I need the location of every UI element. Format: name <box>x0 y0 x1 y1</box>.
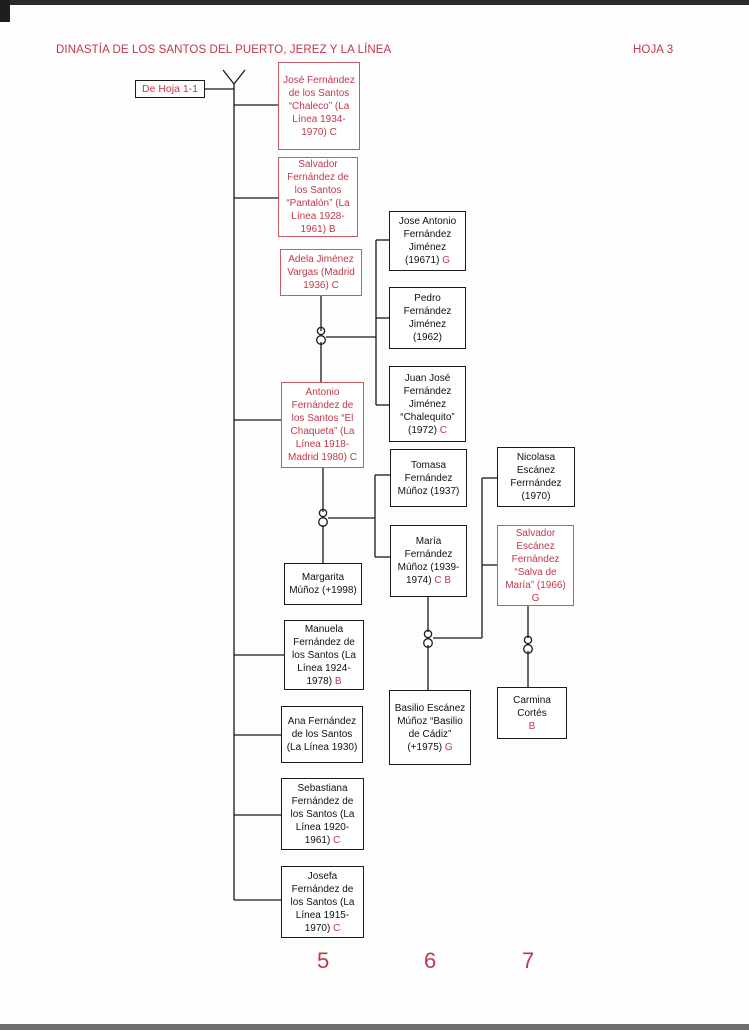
person-name: Juan José Fernández Jiménez “Chalequito”… <box>400 372 455 436</box>
person-box-salvador-salva: Salvador Escánez Fernández “Salva de Mar… <box>497 525 574 606</box>
person-tag: B <box>328 224 336 235</box>
person-box-margarita: Margarita Múñoz (+1998) <box>284 563 362 605</box>
person-box-ana: Ana Fernández de los Santos (La Línea 19… <box>281 706 363 763</box>
person-tag: B <box>528 720 536 732</box>
person-name: María Fernández Múñoz (1939-1974) <box>397 536 460 586</box>
person-box-antonio-chaqueta: Antonio Fernández de los Santos “El Chaq… <box>281 382 364 468</box>
person-box-basilio: Basilio Escánez Múñoz “Basilio de Cádiz”… <box>389 690 471 765</box>
marriage-symbol <box>316 326 326 336</box>
person-name: Tomasa Fernández Múñoz (1937) <box>397 459 460 497</box>
person-name: Ana Fernández de los Santos (La Línea 19… <box>286 716 358 753</box>
person-box-maria: María Fernández Múñoz (1939-1974) C B <box>390 525 467 597</box>
person-tag: C <box>333 922 341 934</box>
generation-number-7: 7 <box>522 948 535 973</box>
person-tag: C <box>329 126 337 138</box>
person-name: José Fernández de los Santos “Chaleco” (… <box>283 74 355 138</box>
person-tag: G <box>444 741 453 753</box>
person-name: Pedro Fernández Jiménez (1962) <box>403 293 452 343</box>
person-box-nicolasa: Nicolasa Escánez Ferrnández (1970) <box>497 447 575 507</box>
sheet-number: HOJA 3 <box>633 44 674 56</box>
person-box-salvador-pantalon: Salvador Fernández de los Santos “Pantal… <box>278 157 358 237</box>
person-tag: C <box>349 452 357 463</box>
generation-number-5: 5 <box>317 948 330 973</box>
person-name: Antonio Fernández de los Santos “El Chaq… <box>288 387 355 463</box>
scan-edge-corner <box>0 0 10 22</box>
fork-right-line <box>233 69 246 85</box>
person-name: Salvador Fernández de los Santos “Pantal… <box>286 159 350 235</box>
marriage-symbol <box>318 508 328 518</box>
person-box-jose-antonio: Jose Antonio Fernández Jiménez (19671) G <box>389 211 466 271</box>
marriage-symbol <box>423 629 433 639</box>
person-name: Margarita Múñoz (+1998) <box>289 572 357 596</box>
person-box-tomasa: Tomasa Fernández Múñoz (1937) <box>390 449 467 507</box>
person-tag: C B <box>434 575 452 586</box>
person-name: Josefa Fernández de los Santos (La Línea… <box>290 870 355 934</box>
person-box-sebastiana: Sebastiana Fernández de los Santos (La L… <box>281 778 364 850</box>
reference-box: De Hoja 1-1 <box>135 80 205 98</box>
person-name: Basilio Escánez Múñoz “Basilio de Cádiz”… <box>394 702 466 753</box>
generation-number-6: 6 <box>424 948 437 973</box>
person-box-manuela: Manuela Fernández de los Santos (La Líne… <box>284 620 364 690</box>
person-tag: C <box>333 834 341 846</box>
page-title: DINASTÍA DE LOS SANTOS DEL PUERTO, JEREZ… <box>56 44 392 56</box>
person-tag: G <box>442 255 451 266</box>
person-tag: B <box>334 675 342 687</box>
person-name: Carmina Cortés <box>513 694 551 719</box>
person-name: Salvador Escánez Fernández “Salva de Mar… <box>505 527 566 591</box>
person-box-adela: Adela Jiménez Vargas (Madrid 1936) C <box>280 249 362 296</box>
fork-left-line <box>222 69 235 85</box>
person-box-josefa: Josefa Fernández de los Santos (La Línea… <box>281 866 364 938</box>
scan-edge-bottom <box>0 1024 749 1030</box>
person-tag: C <box>439 424 447 436</box>
scan-edge-top <box>0 0 749 5</box>
person-tag: C <box>331 280 339 291</box>
person-box-pedro: Pedro Fernández Jiménez (1962) <box>389 287 466 349</box>
person-box-jose-chaleco: José Fernández de los Santos “Chaleco” (… <box>278 62 360 150</box>
person-name: Manuela Fernández de los Santos (La Líne… <box>292 623 356 687</box>
person-name: Nicolasa Escánez Ferrnández (1970) <box>510 452 562 502</box>
person-box-juan-jose: Juan José Fernández Jiménez “Chalequito”… <box>389 366 466 442</box>
marriage-symbol <box>523 635 533 645</box>
person-name: Adela Jiménez Vargas (Madrid 1936) <box>287 254 355 291</box>
person-name: Jose Antonio Fernández Jiménez (19671) <box>398 216 457 266</box>
person-tag: G <box>531 592 540 604</box>
person-name: Sebastiana Fernández de los Santos (La L… <box>290 782 355 846</box>
